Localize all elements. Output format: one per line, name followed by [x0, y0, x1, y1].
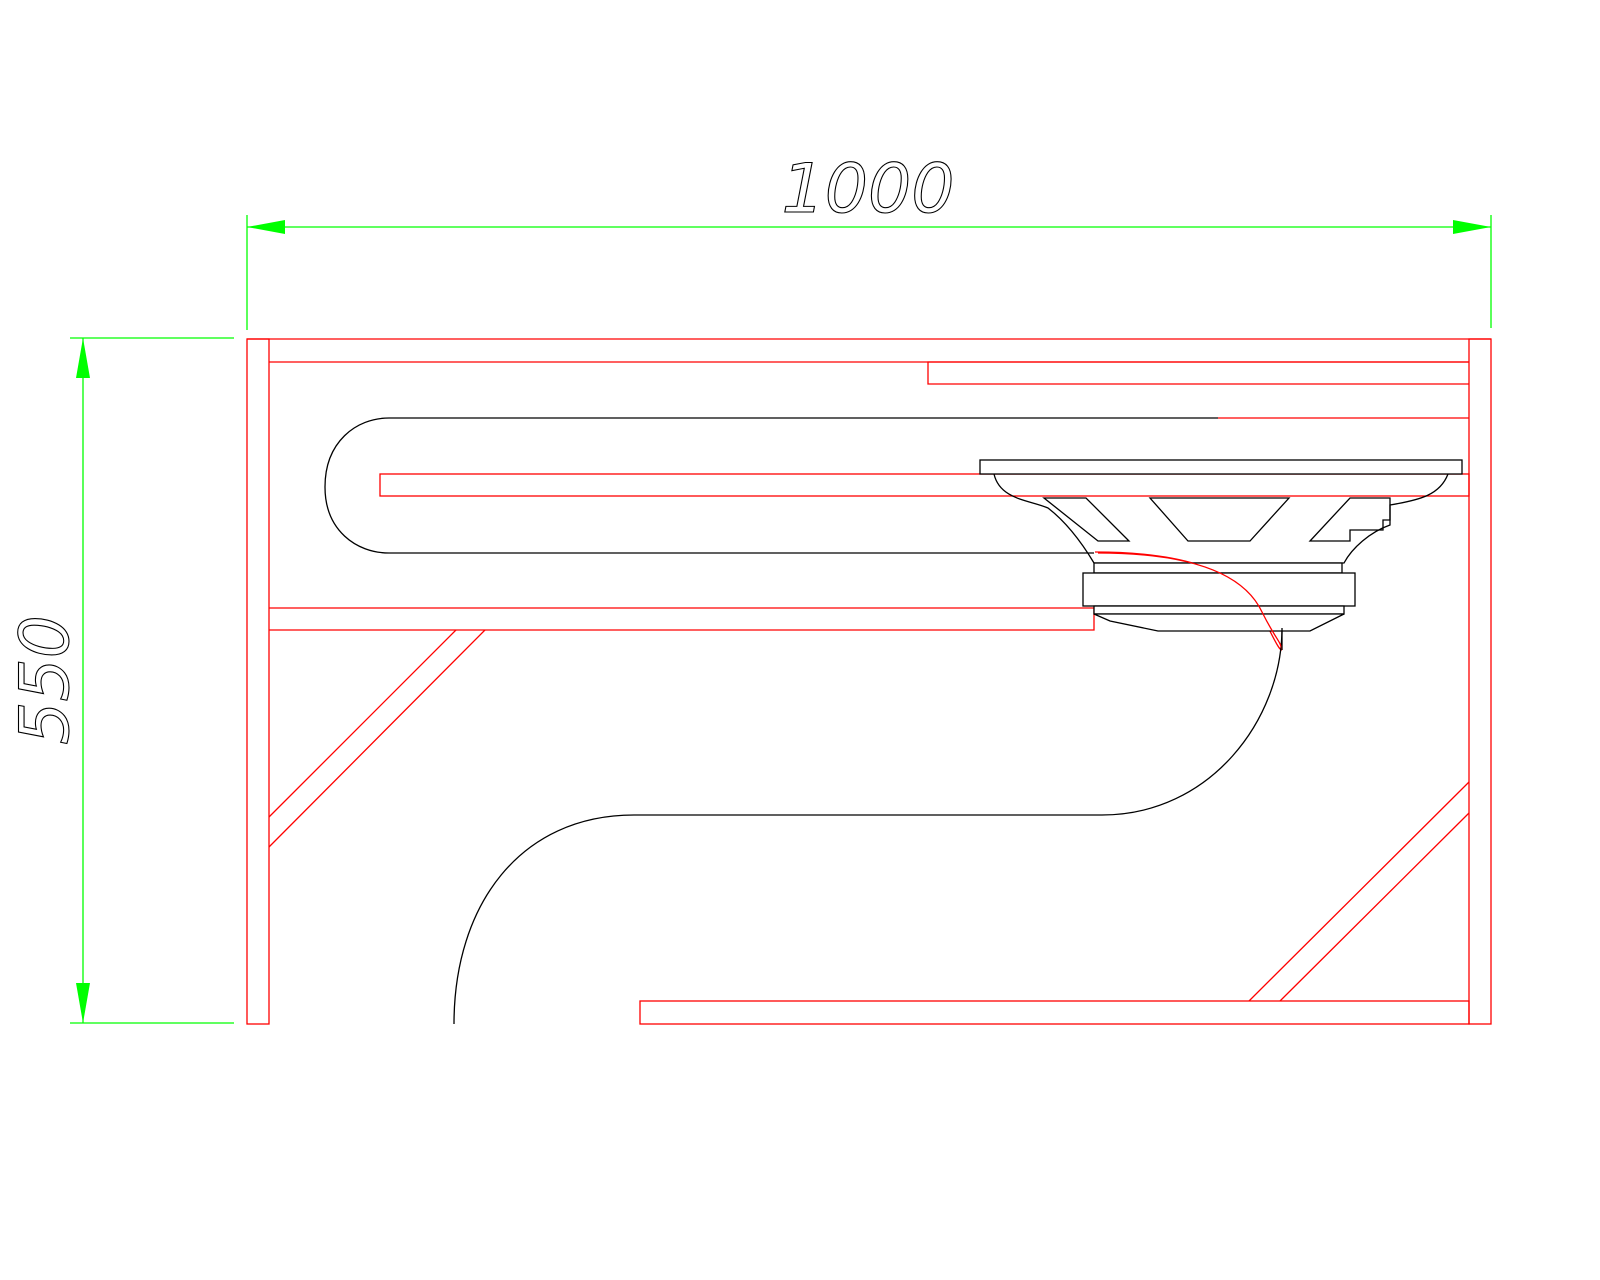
width-dimension [246, 215, 1492, 330]
height-arrow-bottom [76, 983, 90, 1023]
lower-horizontal-panel [269, 607, 1095, 631]
right-wall-panel [1468, 338, 1492, 1025]
width-dimension-label: 1000 [781, 150, 954, 229]
width-arrow-left [247, 220, 285, 234]
magnet-back-plate [1093, 605, 1345, 615]
speaker-basket [993, 473, 1449, 564]
left-wall-panel [246, 338, 270, 1025]
pole-piece [1093, 613, 1345, 632]
upper-horn-chamber [324, 417, 1218, 554]
basket-window-center [1148, 497, 1291, 542]
speaker-driver [979, 459, 1463, 632]
width-arrow-right [1453, 220, 1491, 234]
basket-window-right [1308, 497, 1391, 542]
left-diagonal-brace [268, 629, 486, 848]
port-curve-red-overlay [1097, 552, 1283, 651]
height-dimension [70, 337, 234, 1024]
magnet-body [1082, 572, 1356, 607]
horn-path-outline [324, 417, 1283, 1025]
height-arrow-top [76, 338, 90, 378]
middle-divider-panel [379, 473, 1470, 497]
bottom-panel [639, 1000, 1470, 1025]
enclosure-panels [246, 338, 1492, 1025]
upper-right-shelf [927, 361, 1469, 385]
basket-window-left [1042, 497, 1131, 542]
right-diagonal-brace [1248, 781, 1470, 1002]
height-dimension-label: 550 [6, 615, 85, 745]
speaker-flange [979, 459, 1463, 475]
lower-horn-curve [453, 627, 1283, 1025]
